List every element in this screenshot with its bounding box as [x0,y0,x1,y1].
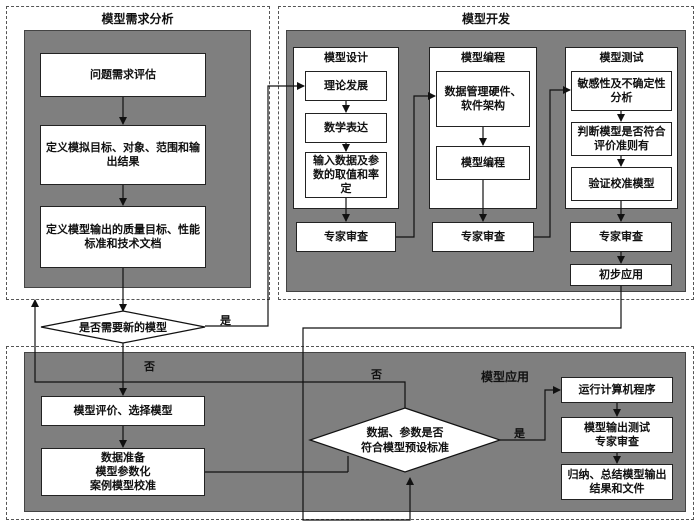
label-yes-top: 是 [220,314,231,327]
requirements-box-define-goals: 定义模拟目标、对象、范围和输出结果 [40,125,206,185]
requirements-box-problem: 问题需求评估 [40,53,206,97]
application-title: 模型应用 [480,370,529,384]
application-prepare-box: 数据准备 模型参数化 案例模型校准 [41,448,205,496]
design-item-math: 数学表达 [305,113,387,143]
application-summarize-box: 归纳、总结模型输出结果和文件 [561,464,673,500]
label-no-loop: 否 [371,368,382,381]
design-item-theory: 理论发展 [305,71,387,101]
development-title: 模型开发 [461,12,510,26]
testing-item-criteria: 判断模型是否符合评价准则有 [571,122,672,156]
requirements-title: 模型需求分析 [101,12,174,26]
design-expert-review: 专家审查 [296,222,396,252]
label-yes-right: 是 [514,427,525,440]
testing-expert-review: 专家审查 [570,222,672,252]
testing-item-calibrate: 验证校准模型 [571,167,672,201]
initial-application-box: 初步应用 [570,264,672,286]
requirements-box-quality: 定义模型输出的质量目标、性能标准和技术文档 [40,206,206,268]
decision-data-text: 数据、参数是否 符合模型预设标准 [361,426,449,454]
programming-item-coding: 模型编程 [436,146,530,180]
programming-item-data: 数据管理硬件、软件架构 [436,71,530,127]
programming-expert-review: 专家审查 [432,222,534,252]
application-run-box: 运行计算机程序 [561,377,673,403]
application-output-review-box: 模型输出测试 专家审查 [561,417,673,453]
testing-item-sensitivity: 敏感性及不确定性分析 [571,71,672,111]
programming-title: 模型编程 [461,51,505,64]
design-item-input: 输入数据及参数的取值和率定 [305,152,387,198]
testing-title: 模型测试 [599,51,644,64]
application-evaluate-box: 模型评价、选择模型 [41,396,205,426]
design-title: 模型设计 [324,51,368,64]
decision-new-model-text: 是否需要新的模型 [79,320,167,334]
label-no-left: 否 [144,360,155,373]
